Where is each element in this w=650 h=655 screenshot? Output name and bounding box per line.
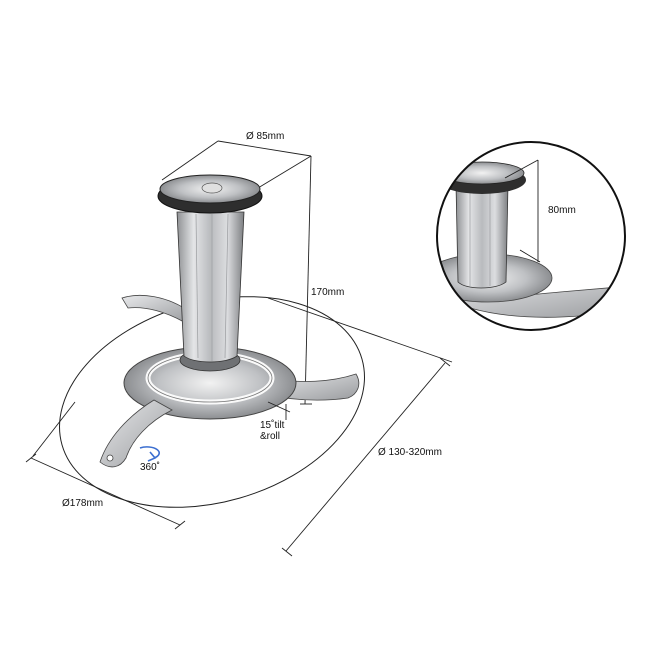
arm-back-left bbox=[121, 295, 191, 323]
column-height-label: 170mm bbox=[311, 287, 345, 298]
base-diameter-label: Ø178mm bbox=[62, 498, 104, 509]
detail-inset-border bbox=[436, 141, 626, 331]
detail-inset bbox=[436, 141, 626, 331]
base-dimension-line bbox=[25, 401, 186, 530]
arm-bolt bbox=[106, 454, 114, 462]
detail-ceiling-plate bbox=[439, 161, 525, 185]
rotation-arrow-icon bbox=[139, 446, 160, 462]
top-plate-diameter-label: Ø 85mm bbox=[246, 131, 285, 142]
detail-dimension-line bbox=[504, 159, 539, 262]
height-dimension-line bbox=[300, 155, 312, 405]
top-dimension-line bbox=[161, 140, 312, 189]
span-dimension-line bbox=[267, 297, 453, 557]
column-flutes bbox=[195, 213, 229, 361]
rotation-label: 360˚ bbox=[140, 462, 161, 473]
tilt-roll-label: 15˚tilt &roll bbox=[260, 420, 285, 442]
column bbox=[176, 211, 245, 363]
detail-column bbox=[455, 183, 509, 289]
detail-height-label: 80mm bbox=[548, 205, 576, 216]
ceiling-plate-hub bbox=[201, 182, 223, 194]
mount-span-label: Ø 130-320mm bbox=[378, 447, 442, 458]
tilt-indicator bbox=[267, 401, 291, 420]
arm-front-left bbox=[99, 399, 173, 468]
